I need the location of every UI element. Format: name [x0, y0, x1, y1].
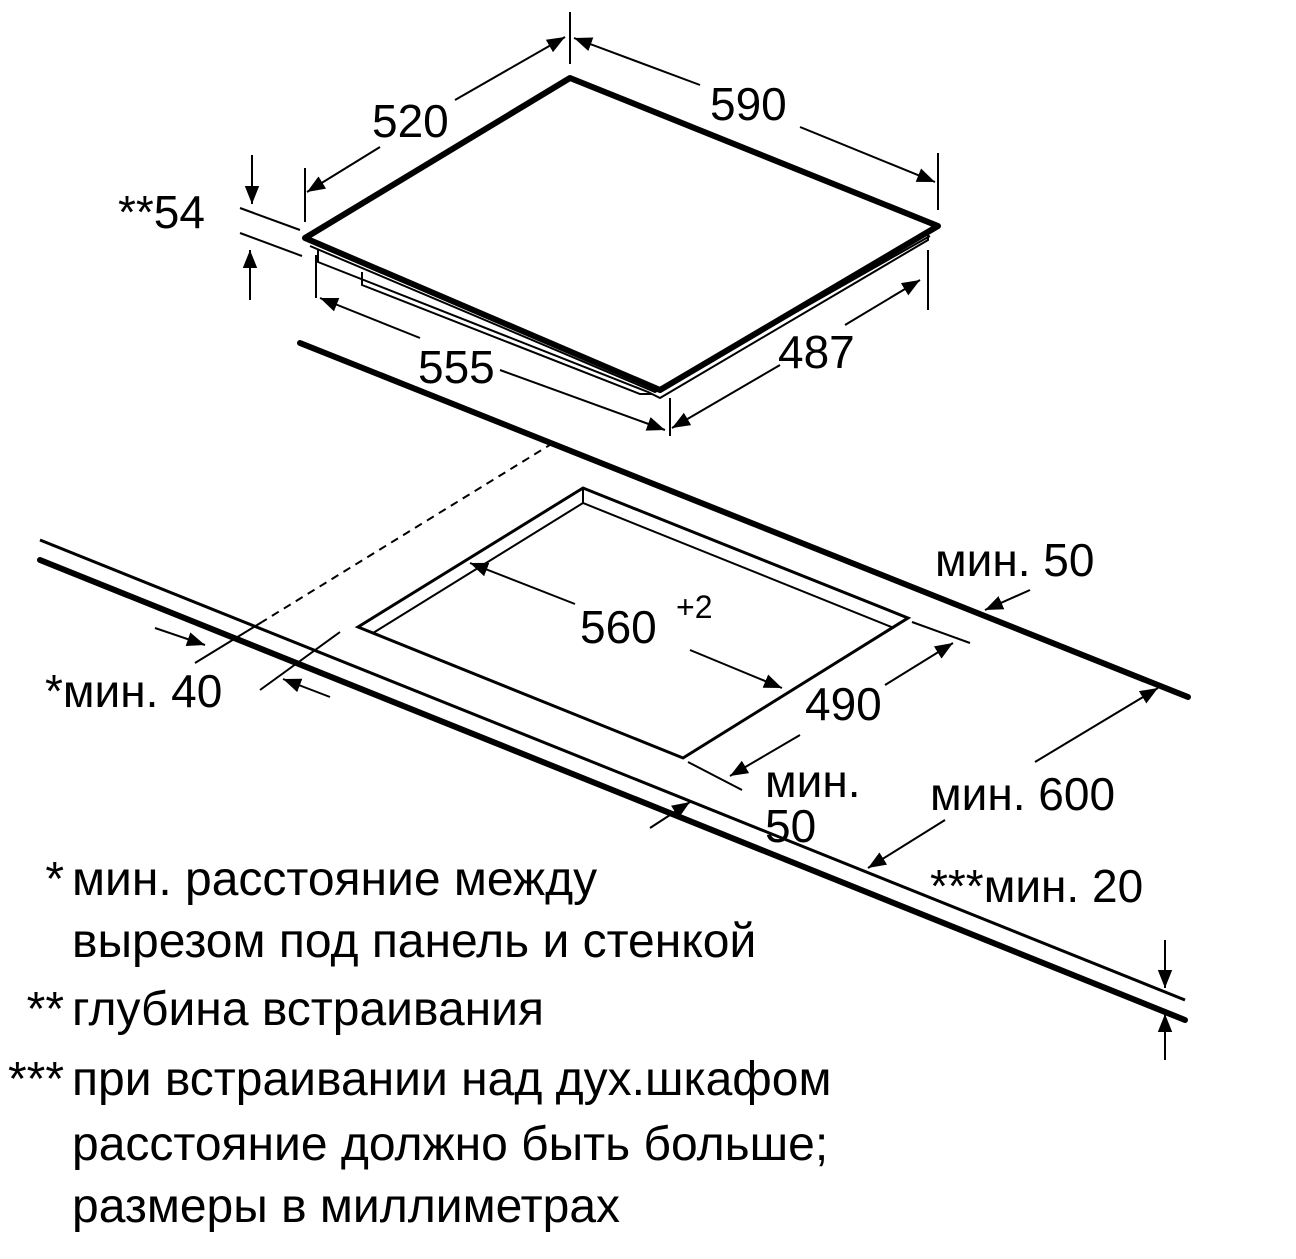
note-1-marker: * [45, 853, 64, 906]
hob-glass-edge [309, 235, 931, 394]
min-50-front-label-2: 50 [765, 800, 816, 852]
note-1-line-1: мин. расстояние между [72, 853, 597, 906]
dim-487-label: 487 [778, 326, 855, 378]
note-3-line-2: расстояние должно быть больше; [72, 1118, 828, 1171]
worktop-back-edge [297, 340, 1191, 700]
dim-555-label: 555 [418, 341, 495, 393]
cutout-dimensions: 560 +2 490 мин. 50 *мин. 40 мин. 50 мин.… [45, 534, 1173, 1060]
dim-560-tolerance: +2 [676, 589, 712, 625]
footnotes: * мин. расстояние между вырезом под пане… [8, 853, 832, 1233]
min-20-label: ***мин. 20 [930, 860, 1143, 912]
min-40-arrow-a [154, 627, 206, 647]
min-50-front-arrow [649, 801, 691, 829]
dim-54-label: **54 [118, 186, 205, 238]
note-1-line-2: вырезом под панель и стенкой [72, 915, 756, 968]
min-50-back-label: мин. 50 [935, 534, 1094, 586]
dim-560-line-a [469, 562, 576, 605]
worktop-front-edge-bottom [37, 557, 1188, 1023]
note-3-line-1: при встраивании над дух.шкафом [72, 1053, 831, 1106]
min-40-label: *мин. 40 [45, 665, 222, 717]
dim-487-line-a [671, 364, 781, 429]
worktop-drawing [37, 340, 1191, 1023]
note-2-line-1: глубина встраивания [72, 983, 544, 1036]
dim-490-line-a [729, 734, 801, 777]
dim-555-line-a [319, 297, 421, 339]
dim-590-label: 590 [710, 78, 787, 130]
dim-490-line-b [884, 642, 954, 686]
worktop-front-edge-top [39, 538, 1186, 1002]
wall-dashed-line [261, 442, 554, 623]
dim-520-line-a [306, 146, 381, 193]
min-50-back-arrow [984, 589, 1031, 611]
cutout-outer [354, 486, 912, 760]
hob-dimensions: 520 590 **54 555 487 [118, 12, 939, 436]
hob-body-box [361, 272, 652, 395]
note-3-marker: *** [8, 1053, 64, 1106]
hob-drawing [302, 75, 941, 400]
dim-560-label: 560 [580, 601, 657, 653]
dim-590-line-b [799, 126, 936, 183]
note-3-line-3: размеры в миллиметрах [72, 1180, 620, 1233]
dim-490-label: 490 [805, 678, 882, 730]
hob-glass-top [302, 75, 941, 393]
dim-560-line-b [689, 649, 783, 689]
hob-body-underside [317, 232, 929, 400]
note-2-marker: ** [27, 983, 64, 1036]
dim-487-line-b [844, 279, 921, 326]
min-600-line-a [867, 819, 946, 869]
cutout-inner [372, 488, 895, 634]
min-40-arrow-b [282, 678, 331, 698]
dim-590-line-a [573, 37, 701, 86]
dim-555-line-b [499, 369, 666, 431]
dim-520-label: 520 [372, 95, 449, 147]
dim-520-line-b [454, 36, 566, 101]
min-600-label: мин. 600 [930, 768, 1115, 820]
min-600-line-b [1034, 687, 1159, 763]
min-50-front-label-1: мин. [765, 755, 861, 807]
